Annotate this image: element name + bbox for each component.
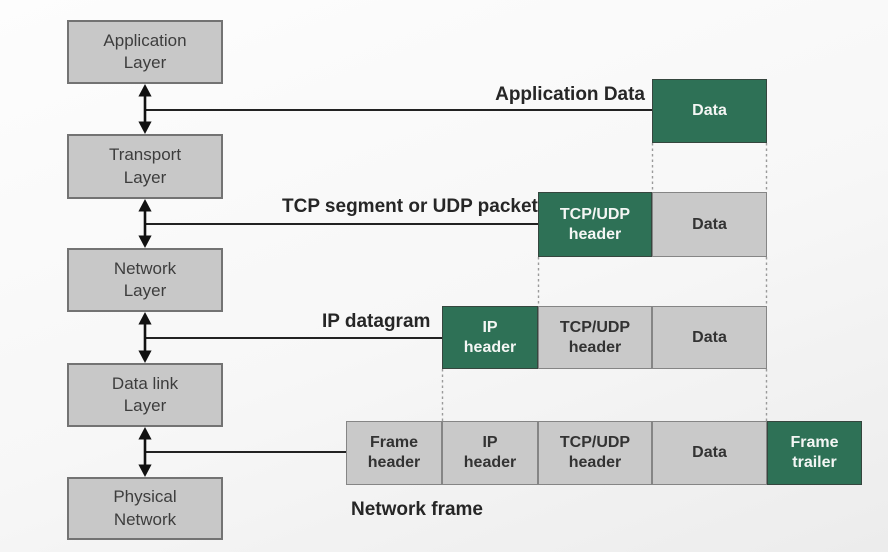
layer-box-transport: Transport Layer — [67, 134, 223, 199]
dotted-guide-lines — [441, 143, 768, 421]
label-ip-datagram: IP datagram — [322, 311, 431, 332]
label-application-data: Application Data — [495, 84, 645, 105]
pkt-ip-header-row3: IP header — [442, 306, 538, 369]
double-arrow-icon — [138, 312, 152, 363]
layer-box-network: Network Layer — [67, 248, 223, 312]
double-arrow-icon — [138, 199, 152, 248]
pkt-tcpudp-header-row4: TCP/UDP header — [538, 421, 652, 485]
pkt-data-row1: Data — [652, 79, 767, 143]
label-network-frame: Network frame — [351, 499, 483, 520]
pkt-tcpudp-header-row2: TCP/UDP header — [538, 192, 652, 257]
pkt-data-row3: Data — [652, 306, 767, 369]
pkt-data-row2: Data — [652, 192, 767, 257]
layer-box-physical: Physical Network — [67, 477, 223, 540]
pkt-tcpudp-header-row3: TCP/UDP header — [538, 306, 652, 369]
layer-box-datalink: Data link Layer — [67, 363, 223, 427]
pkt-frame-trailer-row4: Frame trailer — [767, 421, 862, 485]
double-arrow-icon — [138, 84, 152, 134]
pkt-ip-header-row4: IP header — [442, 421, 538, 485]
layer-box-application: Application Layer — [67, 20, 223, 84]
pkt-frame-header-row4: Frame header — [346, 421, 442, 485]
label-tcp-segment-udp-packet: TCP segment or UDP packet — [282, 196, 538, 217]
pkt-data-row4: Data — [652, 421, 767, 485]
double-arrow-icon — [138, 427, 152, 477]
